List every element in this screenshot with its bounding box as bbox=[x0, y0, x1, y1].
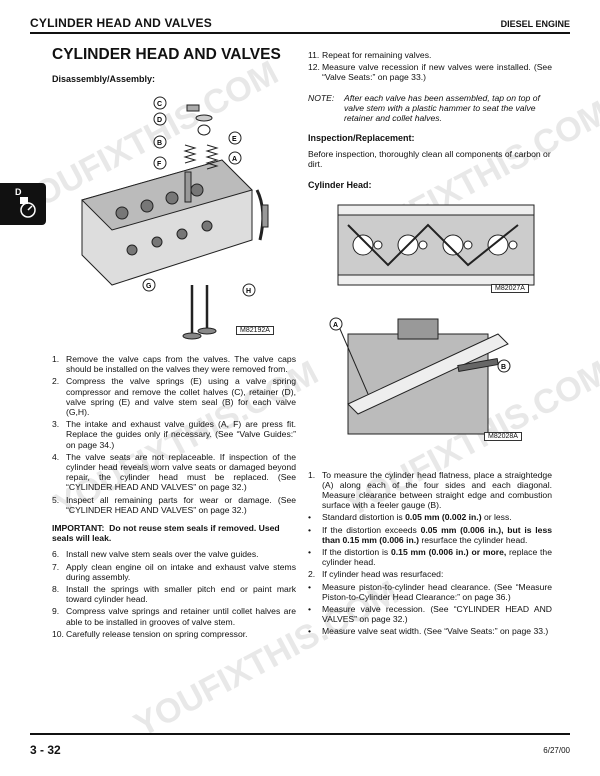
list-item: 4.The valve seats are not replaceable. I… bbox=[52, 451, 296, 493]
list-item: 1.Remove the valve caps from the valves.… bbox=[52, 354, 296, 375]
inspection-steps: 1.To measure the cylinder head flatness,… bbox=[308, 470, 552, 511]
inspection-steps-2: 2.If cylinder head was resurfaced: bbox=[308, 569, 552, 579]
list-item: 10.Carefully release tension on spring c… bbox=[52, 628, 248, 639]
section-tab-letter: D bbox=[15, 187, 22, 197]
distortion-bullets: •Standard distortion is 0.05 mm (0.002 i… bbox=[308, 512, 552, 567]
list-item: 12.Measure valve recession if new valves… bbox=[308, 62, 552, 83]
cylinder-head-heading: Cylinder Head: bbox=[308, 179, 372, 190]
callout-c: C bbox=[157, 101, 162, 108]
header-section: DIESEL ENGINE bbox=[500, 19, 570, 29]
important-notice: IMPORTANT: Do not reuse stem seals if re… bbox=[52, 523, 280, 544]
list-item: •Standard distortion is 0.05 mm (0.002 i… bbox=[308, 512, 512, 523]
list-item: •If the distortion exceeds 0.05 mm (0.00… bbox=[308, 524, 553, 545]
callout-g: G bbox=[146, 283, 152, 290]
list-item: •Measure valve seat width. (See “Valve S… bbox=[308, 626, 549, 637]
figure-id: M82028A bbox=[484, 431, 522, 441]
revision-date: 6/27/00 bbox=[543, 746, 570, 755]
section-heading: Disassembly/Assembly: bbox=[52, 74, 156, 84]
header-title: CYLINDER HEAD AND VALVES bbox=[30, 16, 212, 30]
note: NOTE: After each valve has been assemble… bbox=[308, 92, 540, 124]
list-item: 5.Inspect all remaining parts for wear o… bbox=[52, 494, 296, 515]
disassembly-steps: 1.Remove the valve caps from the valves.… bbox=[52, 354, 296, 515]
stopwatch-icon bbox=[20, 197, 36, 218]
cylinder-head-exploded-illustration: C D B E F A G H bbox=[81, 96, 269, 340]
list-item: 6.Install new valve stem seals over the … bbox=[52, 549, 259, 560]
callout-b: B bbox=[157, 140, 162, 147]
page-title: CYLINDER HEAD AND VALVES bbox=[52, 46, 281, 63]
callout-a: A bbox=[232, 156, 237, 163]
resurface-bullets: •Measure piston-to-cylinder head clearan… bbox=[308, 582, 552, 637]
callout-a: A bbox=[333, 322, 338, 329]
valve-assembly-figure: C D B E F A G H M82192A bbox=[52, 90, 296, 342]
list-item: 2.If cylinder head was resurfaced: bbox=[308, 569, 444, 580]
page-header: CYLINDER HEAD AND VALVES DIESEL ENGINE bbox=[30, 10, 570, 34]
left-column: CYLINDER HEAD AND VALVES Disassembly/Ass… bbox=[52, 46, 296, 641]
figure-id: M82027A bbox=[491, 283, 529, 293]
callout-b: B bbox=[501, 364, 506, 371]
list-item: •Measure valve recession. (See “CYLINDER… bbox=[308, 604, 552, 625]
continued-steps: 11.Repeat for remaining valves. 12.Measu… bbox=[308, 50, 552, 83]
inspection-text: Before inspection, thoroughly clean all … bbox=[308, 149, 551, 170]
list-item: 9.Compress valve springs and retainer un… bbox=[52, 606, 296, 627]
callout-d: D bbox=[157, 117, 162, 124]
cylinder-head-top-illustration bbox=[337, 204, 535, 286]
list-item: •If the distortion is 0.15 mm (0.006 in.… bbox=[308, 547, 552, 568]
callout-h: H bbox=[246, 288, 251, 295]
page-footer: 3 - 32 6/27/00 bbox=[30, 733, 570, 757]
straightedge-illustration: A B bbox=[329, 317, 511, 435]
list-item: 8.Install the springs with smaller pitch… bbox=[52, 584, 296, 605]
cylinder-head-top-figure: M82027A bbox=[308, 200, 552, 296]
assembly-steps: 6.Install new valve stem seals over the … bbox=[52, 549, 296, 639]
page-number: 3 - 32 bbox=[30, 743, 61, 757]
right-column: 11.Repeat for remaining valves. 12.Measu… bbox=[308, 50, 552, 639]
flatness-measure-figure: A B M82028A bbox=[308, 314, 552, 444]
list-item: 1.To measure the cylinder head flatness,… bbox=[308, 469, 552, 511]
figure-id: M82192A bbox=[236, 326, 274, 335]
section-tab: D bbox=[0, 183, 46, 225]
list-item: •Measure piston-to-cylinder head clearan… bbox=[308, 581, 552, 602]
list-item: 3.The intake and exhaust valve guides (A… bbox=[52, 419, 296, 450]
callout-f: F bbox=[157, 161, 162, 168]
inspection-heading: Inspection/Replacement: bbox=[308, 133, 415, 144]
list-item: 11.Repeat for remaining valves. bbox=[308, 50, 432, 60]
list-item: 7.Apply clean engine oil on intake and e… bbox=[52, 561, 296, 582]
list-item: 2.Compress the valve springs (E) using a… bbox=[52, 376, 296, 418]
callout-e: E bbox=[232, 136, 237, 143]
